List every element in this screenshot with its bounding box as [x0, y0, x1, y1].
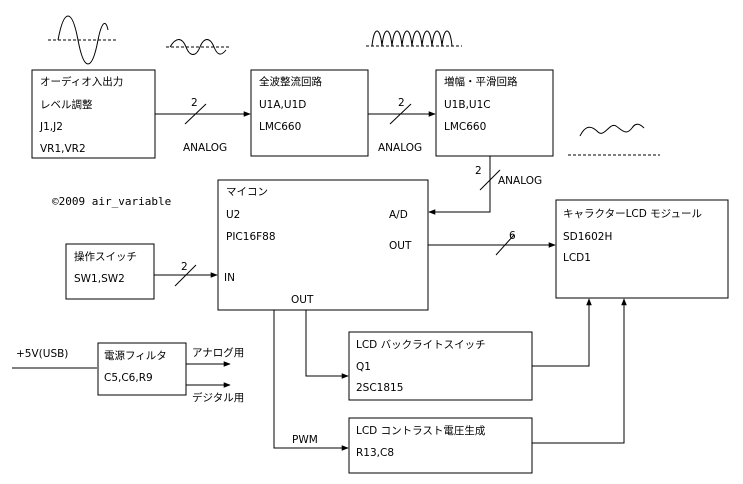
bus-count-label: 2	[181, 261, 188, 273]
contrast-title: LCD コントラスト電圧生成	[356, 424, 486, 437]
bus-count-label: 2	[475, 165, 482, 177]
backlight-title: LCD バックライトスイッチ	[356, 339, 486, 351]
lcd-module-line3: LCD1	[563, 252, 591, 264]
bus-slash	[389, 103, 412, 125]
lcd-module-line2: SD1602H	[563, 231, 612, 243]
power-filter-block: 電源フィルタ C5,C6,R9	[97, 342, 187, 396]
full-wave-rectifier-block: 全波整流回路 U1A,U1D LMC660	[250, 69, 369, 157]
contrast-voltage-block: LCD コントラスト電圧生成 R13,C8	[348, 417, 533, 474]
mcu-port-in: IN	[224, 272, 235, 284]
contrast-to-lcd-line	[532, 298, 627, 444]
mcu-port-ad: A/D	[389, 209, 408, 221]
backlight-switch-block: LCD バックライトスイッチ Q1 2SC1815	[348, 331, 533, 401]
amp-smoothing-block: 増幅・平滑回路 U1B,U1C LMC660	[435, 69, 554, 157]
audio-io-line2: レベル調整	[40, 98, 93, 111]
mcu-line3: PIC16F88	[226, 231, 276, 243]
bus-slash	[174, 264, 197, 287]
mcu-port-out2: OUT	[291, 294, 314, 306]
amp-smooth-title: 増幅・平滑回路	[444, 75, 518, 88]
backlight-to-lcd-line	[532, 298, 592, 367]
bus-count-label: 6	[509, 230, 516, 242]
contrast-line2: R13,C8	[356, 447, 394, 459]
amp-smooth-line3: LMC660	[444, 121, 486, 133]
power-filter-title: 電源フィルタ	[104, 349, 167, 362]
pwm-label: PWM	[292, 434, 318, 446]
analog-supply-label: アナログ用	[192, 346, 244, 359]
audio-io-line3: J1,J2	[39, 121, 63, 133]
bus-slash	[184, 103, 207, 125]
switch-block: 操作スイッチ SW1,SW2	[65, 243, 155, 300]
digital-supply-label: デジタル用	[192, 391, 244, 404]
power-filter-line2: C5,C6,R9	[104, 372, 153, 384]
audio-io-line4: VR1,VR2	[40, 143, 86, 155]
mcu-pwm-to-contrast-line	[273, 310, 349, 451]
bus-slash	[495, 234, 515, 256]
power-input-label: +5V(USB)	[16, 348, 68, 360]
amp-smooth-line2: U1B,U1C	[444, 99, 491, 111]
backlight-line3: 2SC1815	[356, 382, 403, 394]
lcd-module-title: キャラクターLCD モジュール	[563, 208, 702, 220]
small-sine-wave-icon	[166, 39, 230, 55]
mcu-title: マイコン	[226, 186, 268, 198]
bus-count-label: 2	[398, 97, 405, 109]
mcu-line2: U2	[226, 209, 240, 221]
amp-to-mcu-line	[428, 156, 491, 215]
mcu-port-out: OUT	[389, 240, 412, 252]
bus-kind-label: ANALOG	[498, 175, 542, 187]
switch-title: 操作スイッチ	[74, 250, 137, 263]
copyright-text: ©2009 air_variable	[52, 195, 171, 208]
sine-wave-icon	[48, 15, 118, 65]
bus-kind-label: ANALOG	[183, 142, 227, 154]
full-wave-line2: U1A,U1D	[259, 99, 306, 111]
smoothed-wave-icon	[568, 123, 660, 156]
switch-line2: SW1,SW2	[74, 273, 125, 285]
mcu-block: マイコン U2 PIC16F88 A/D OUT IN OUT	[217, 179, 429, 311]
mcu-to-backlight-line	[305, 310, 349, 379]
bus-slash	[479, 169, 501, 191]
lcd-module-block: キャラクターLCD モジュール SD1602H LCD1	[555, 199, 729, 299]
bus-count-label: 2	[191, 97, 198, 109]
audio-io-block: オーディオ入出力 レベル調整 J1,J2 VR1,VR2	[31, 69, 156, 159]
rectified-wave-icon	[366, 30, 462, 47]
bus-kind-label: ANALOG	[378, 142, 422, 154]
backlight-line2: Q1	[356, 361, 371, 373]
audio-io-title: オーディオ入出力	[40, 75, 123, 88]
full-wave-title: 全波整流回路	[259, 75, 322, 88]
full-wave-line3: LMC660	[259, 121, 301, 133]
